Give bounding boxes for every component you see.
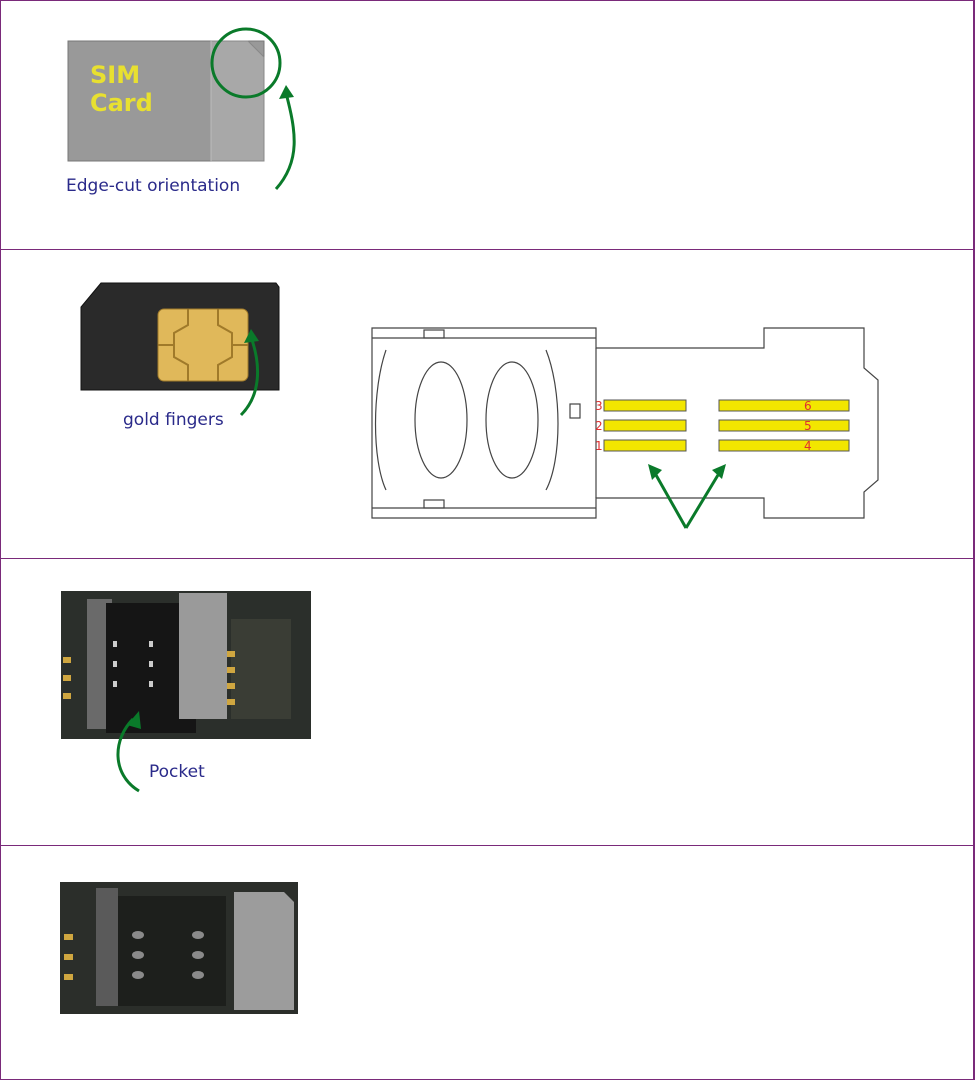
pin-label: 5 bbox=[804, 419, 812, 433]
contact-pad bbox=[719, 400, 849, 411]
caption-edge-cut: Edge-cut orientation bbox=[66, 176, 240, 196]
contact-pad bbox=[719, 420, 849, 431]
sim-label-line2: Card bbox=[90, 89, 153, 117]
contact-pad bbox=[604, 440, 686, 451]
row-holder-with-card bbox=[0, 845, 974, 1080]
sim-holder-diagram: 3 2 1 6 5 4 bbox=[366, 320, 891, 540]
gold-fingers-figure: gold fingers bbox=[76, 275, 291, 435]
holder-photo bbox=[56, 878, 301, 1018]
pocket-photo: Pocket bbox=[51, 579, 316, 799]
contact-pad bbox=[604, 420, 686, 431]
right-border bbox=[973, 0, 975, 1080]
caption-pocket: Pocket bbox=[149, 762, 205, 782]
contact-pad bbox=[604, 400, 686, 411]
pin-label: 6 bbox=[804, 399, 812, 413]
pin-label: 1 bbox=[595, 439, 603, 453]
contact-pad bbox=[719, 440, 849, 451]
pin-label: 2 bbox=[595, 419, 603, 433]
pin-label: 3 bbox=[595, 399, 603, 413]
row-pocket: Pocket bbox=[0, 558, 974, 846]
contact-pads bbox=[604, 400, 849, 451]
row-gold-fingers: gold fingers bbox=[0, 249, 974, 559]
arrow-icon bbox=[276, 93, 294, 189]
sim-label-line1: SIM bbox=[90, 61, 140, 89]
pin-label: 4 bbox=[804, 439, 812, 453]
sim-card-figure: SIM Card Edge-cut orientation bbox=[56, 21, 306, 206]
row-sim-edge-cut: SIM Card Edge-cut orientation bbox=[0, 0, 974, 250]
caption-gold-fingers: gold fingers bbox=[123, 410, 224, 430]
arrow-icon bbox=[648, 464, 726, 528]
